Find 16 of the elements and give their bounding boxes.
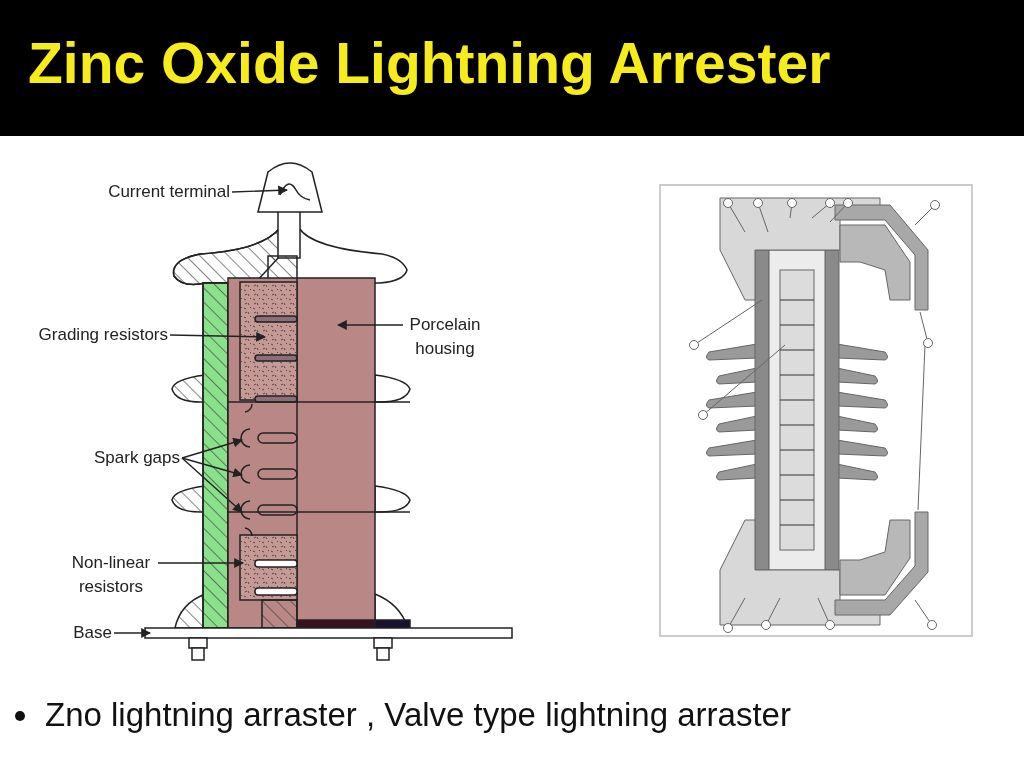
part-label: Non-linear resistors [70, 552, 152, 598]
part-label: Current terminal [107, 181, 230, 203]
part-label: Grading resistors [37, 324, 168, 346]
leader-line [337, 320, 404, 330]
title: Zinc Oxide Lightning Arrester [28, 30, 831, 97]
part-label: Spark gaps [93, 447, 180, 469]
leader-line [181, 437, 243, 459]
part-label: Base [72, 622, 112, 644]
leader-line [169, 331, 266, 342]
leader-line [231, 185, 288, 196]
part-label: Porcelain housing [408, 314, 482, 360]
leader-line [113, 628, 151, 638]
caption: Zno lightning arraster , Valve type lightning arraster [45, 695, 791, 735]
leader-line [181, 457, 243, 478]
leader-line [181, 457, 243, 513]
leader-line [157, 558, 244, 568]
